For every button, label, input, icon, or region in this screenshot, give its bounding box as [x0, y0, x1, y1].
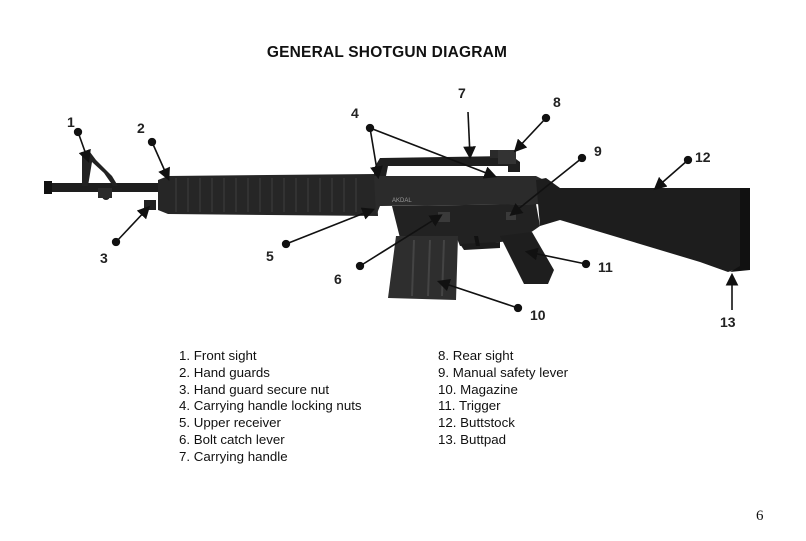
magazine: [388, 236, 458, 300]
callout-number-8: 8: [553, 94, 561, 110]
callout-number-1: 1: [67, 114, 75, 130]
shotgun-illustration: AKDAL: [44, 150, 750, 300]
callout-line-3: [111, 205, 151, 247]
barrel: [44, 183, 164, 192]
bolt-catch-lever: [438, 212, 450, 222]
rear-sight: [498, 150, 516, 164]
legend-item-buttpad: 13. Buttpad: [438, 431, 507, 447]
callout-line-4a: [365, 123, 383, 180]
legend-item-carrying-handle-locking-nuts: 4. Carrying handle locking nuts: [179, 398, 362, 414]
callout-numbers: 1 2 3 4 5 6 7 8 9 10 11 12 13: [67, 85, 736, 330]
trigger: [474, 236, 480, 246]
legend-item-buttstock: 12. Buttstock: [438, 415, 515, 431]
callout-number-5: 5: [266, 248, 274, 264]
brand-logo: AKDAL: [392, 198, 412, 204]
legend-item-trigger: 11. Trigger: [438, 398, 501, 414]
callout-line-9: [509, 153, 587, 216]
page-title: GENERAL SHOTGUN DIAGRAM: [266, 44, 508, 61]
legend-item-bolt-catch-lever: 6. Bolt catch lever: [179, 431, 285, 447]
legend-item-manual-safety-lever: 9. Manual safety lever: [438, 364, 569, 380]
parts-legend-left: 1. Front sight 2. Hand guards 3. Hand gu…: [179, 348, 362, 466]
callout-line-1: [73, 127, 91, 164]
pistol-grip: [500, 232, 554, 284]
callout-line-10: [436, 278, 523, 313]
page-number: 6: [756, 508, 764, 524]
legend-item-front-sight: 1. Front sight: [179, 348, 257, 363]
legend-item-hand-guard-secure-nut: 3. Hand guard secure nut: [179, 381, 330, 397]
callout-line-12: [653, 155, 693, 191]
front-sight: [82, 152, 118, 200]
hand-guard-secure-nut: [144, 200, 156, 210]
callout-line-4b: [369, 127, 497, 179]
parts-legend-right: 8. Rear sight 9. Manual safety lever 10.…: [438, 348, 568, 449]
callout-number-9: 9: [594, 143, 602, 159]
callout-line-7: [463, 111, 476, 160]
callout-number-3: 3: [100, 250, 108, 266]
legend-item-hand-guards: 2. Hand guards: [179, 364, 270, 380]
callout-line-11: [524, 247, 591, 269]
manual-safety-lever: [506, 212, 516, 220]
callout-line-2: [147, 137, 170, 181]
callout-line-6: [355, 214, 443, 271]
legend-item-upper-receiver: 5. Upper receiver: [179, 415, 281, 431]
legend-item-carrying-handle: 7. Carrying handle: [179, 448, 288, 464]
callout-number-4: 4: [351, 105, 359, 121]
callout-number-7: 7: [458, 85, 466, 101]
legend-item-rear-sight: 8. Rear sight: [438, 348, 514, 363]
hand-guards: [158, 174, 378, 216]
buttpad: [730, 188, 750, 272]
callout-number-13: 13: [720, 314, 736, 330]
callout-number-12: 12: [695, 149, 711, 165]
callout-number-11: 11: [598, 259, 613, 275]
buttstock: [536, 178, 748, 272]
callout-lines: [73, 111, 739, 313]
callout-number-10: 10: [530, 307, 546, 323]
legend-item-magazine: 10. Magazine: [438, 381, 518, 397]
callout-number-2: 2: [137, 120, 145, 136]
callout-number-6: 6: [334, 271, 342, 287]
callout-line-8: [513, 113, 551, 153]
